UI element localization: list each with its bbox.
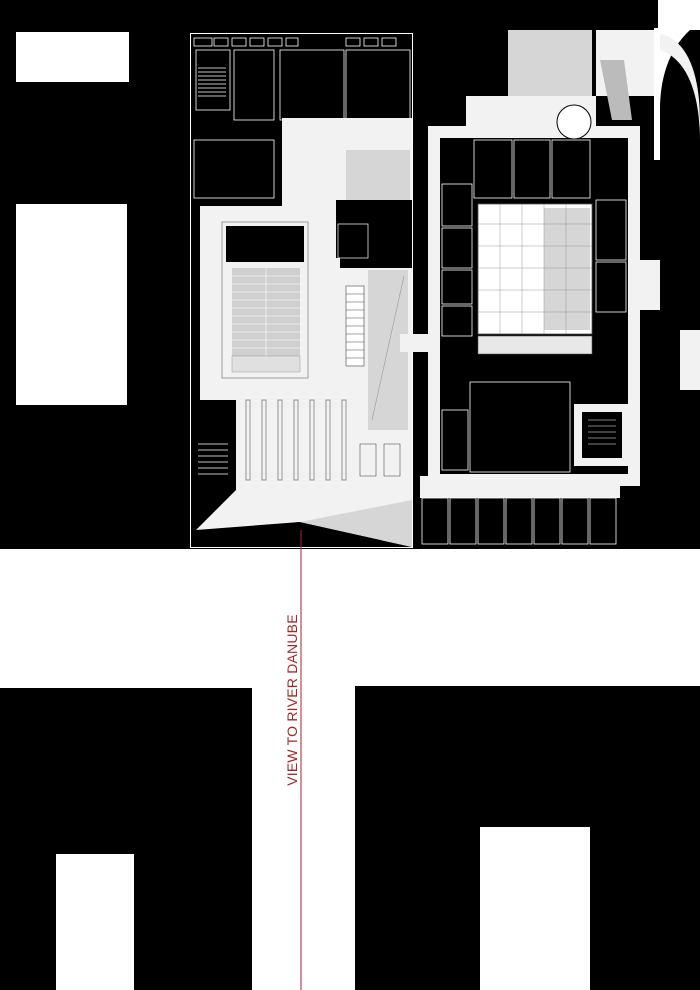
stair-north-west bbox=[198, 67, 226, 97]
auditorium bbox=[221, 221, 309, 379]
exhibit-ramp bbox=[368, 270, 408, 430]
stair-east bbox=[574, 404, 632, 466]
building-west-wing bbox=[190, 28, 413, 549]
courtyard-sw bbox=[56, 854, 134, 990]
entrance-canopy bbox=[224, 522, 306, 540]
grand-hall bbox=[477, 203, 593, 355]
room-north-east bbox=[508, 30, 592, 96]
stair-central bbox=[345, 285, 365, 367]
courtyard-nw-2 bbox=[16, 204, 127, 405]
reading-room-shelves bbox=[245, 399, 401, 481]
gallery-north bbox=[346, 150, 410, 200]
courtyard-nw-1 bbox=[16, 32, 129, 82]
stair-west bbox=[198, 443, 228, 475]
lobby-floor bbox=[200, 118, 412, 490]
courtyard-se bbox=[480, 827, 590, 990]
room-small-dark bbox=[337, 223, 369, 259]
rotunda bbox=[556, 104, 592, 140]
service-rooms-north bbox=[193, 37, 411, 199]
building-east-wing bbox=[400, 0, 700, 545]
block-north-strip bbox=[190, 0, 658, 28]
view-to-river-label: VIEW TO RIVER DANUBE bbox=[284, 614, 300, 786]
